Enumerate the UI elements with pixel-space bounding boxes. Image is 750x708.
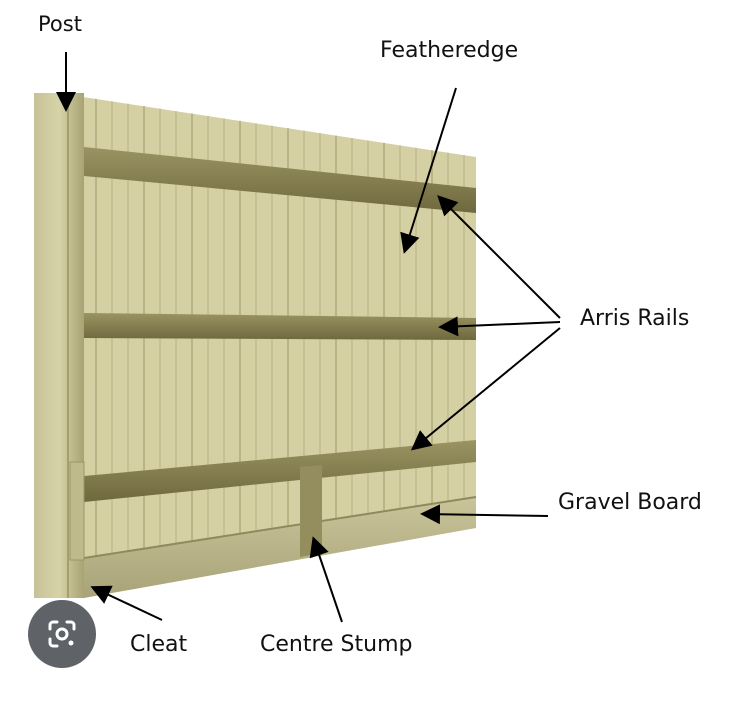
arrow-gravel-board xyxy=(420,504,549,525)
label-arris-rails: Arris Rails xyxy=(580,306,690,331)
arris-rail-middle xyxy=(84,313,476,340)
gravel-board xyxy=(84,497,476,598)
centre-stump xyxy=(300,465,322,557)
cleat xyxy=(69,461,85,561)
label-post: Post xyxy=(38,12,82,36)
arris-rail-bottom xyxy=(84,440,476,502)
label-featheredge: Featheredge xyxy=(380,38,519,63)
label-centre-stump: Centre Stump xyxy=(260,632,413,657)
label-cleat: Cleat xyxy=(130,632,188,657)
arrow-cleat xyxy=(90,585,163,621)
arrow-centre-stump xyxy=(309,536,343,623)
image-search-icon xyxy=(48,620,76,648)
arrow-arris-middle xyxy=(438,316,561,337)
arrow-featheredge xyxy=(400,87,457,254)
arrow-arris-top xyxy=(437,195,561,319)
gravel-board-top-edge xyxy=(83,496,477,559)
arrow-arris-bottom xyxy=(410,327,561,451)
arris-rail-top xyxy=(84,147,476,213)
label-gravel-board: Gravel Board xyxy=(558,490,702,515)
image-search-button[interactable] xyxy=(28,600,96,668)
